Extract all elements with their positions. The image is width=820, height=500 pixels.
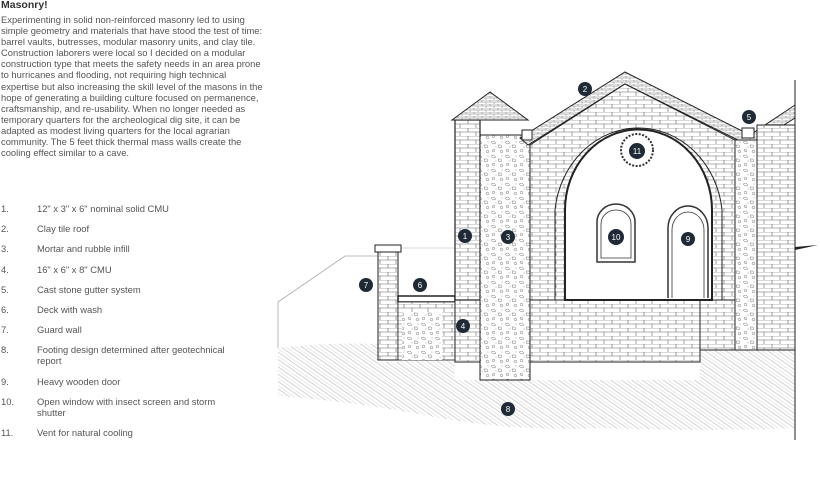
legend-number: 7. xyxy=(1,324,9,336)
callout-4: 4 xyxy=(456,319,470,333)
guard-wall xyxy=(377,251,399,361)
callout-11: 11 xyxy=(629,143,645,159)
legend-item: 11. Vent for natural cooling xyxy=(1,427,261,438)
svg-text:9: 9 xyxy=(686,235,691,244)
legend-item: 1. 12" x 3" x 6" nominal solid CMU xyxy=(1,203,261,214)
legend-text: Guard wall xyxy=(37,324,82,336)
right-rubble xyxy=(734,139,758,351)
deck xyxy=(397,295,456,303)
legend-list: 1. 12" x 3" x 6" nominal solid CMU 2. Clay… xyxy=(1,203,261,447)
legend-text: Mortar and rubble infill xyxy=(37,243,130,255)
legend-text: Footing design determined after geotechn… xyxy=(37,344,225,367)
landscape-line xyxy=(277,255,378,348)
legend-text: Cast stone gutter system xyxy=(37,283,141,295)
svg-text:8: 8 xyxy=(506,405,511,414)
legend-number: 3. xyxy=(1,243,9,255)
svg-text:10: 10 xyxy=(612,233,621,242)
legend-text: Deck with wash xyxy=(37,303,103,315)
svg-text:1: 1 xyxy=(463,232,468,241)
legend-item: 3. Mortar and rubble infill xyxy=(1,243,261,254)
legend-number: 5. xyxy=(1,283,9,295)
legend-number: 10. xyxy=(1,395,15,407)
legend-number: 4. xyxy=(1,263,9,275)
svg-text:6: 6 xyxy=(418,281,423,290)
door xyxy=(667,205,709,298)
gutter xyxy=(741,127,755,139)
legend-item: 5. Cast stone gutter system xyxy=(1,284,261,295)
right-wall xyxy=(756,124,796,351)
callout-6: 6 xyxy=(413,278,427,292)
legend-text: Heavy wooden door xyxy=(37,375,121,387)
callout-10: 10 xyxy=(608,229,624,245)
legend-number: 11. xyxy=(1,426,14,438)
callout-9: 9 xyxy=(681,232,695,246)
legend-number: 9. xyxy=(1,375,9,387)
callout-8: 8 xyxy=(501,402,515,416)
legend-item: 4. 16" x 6" x 8" CMU xyxy=(1,264,261,275)
legend-item: 7. Guard wall xyxy=(1,324,261,335)
svg-text:7: 7 xyxy=(364,281,369,290)
legend-text: Open window with insect screen and storm… xyxy=(37,395,216,418)
legend-item: 10. Open window with insect screen and st… xyxy=(1,396,237,418)
legend-number: 6. xyxy=(1,303,9,315)
legend-item: 6. Deck with wash xyxy=(1,304,261,315)
legend-text: Clay tile roof xyxy=(37,223,90,235)
legend-item: 8. Footing design determined after geotec… xyxy=(1,344,227,366)
callout-1: 1 xyxy=(458,229,472,243)
legend-text: 16" x 6" x 8" CMU xyxy=(37,263,112,275)
legend-number: 2. xyxy=(1,223,9,235)
legend-text: Vent for natural cooling xyxy=(37,426,133,438)
rubble-infill xyxy=(479,134,531,381)
svg-text:4: 4 xyxy=(461,322,466,331)
callout-7: 7 xyxy=(359,278,373,292)
callout-5: 5 xyxy=(742,110,756,124)
left-tower xyxy=(454,119,481,301)
svg-text:2: 2 xyxy=(583,85,588,94)
svg-text:3: 3 xyxy=(506,233,511,242)
intro-paragraph: Experimenting in solid non-reinforced ma… xyxy=(1,14,263,159)
legend-number: 8. xyxy=(1,344,9,356)
callout-2: 2 xyxy=(578,82,592,96)
legend-text: 12" x 3" x 6" nominal solid CMU xyxy=(37,203,169,214)
svg-text:5: 5 xyxy=(747,113,752,122)
legend-number: 1. xyxy=(1,203,9,214)
legend-item: 2. Clay tile roof xyxy=(1,223,261,234)
page-title: Masonry! xyxy=(1,0,48,11)
legend-item: 9. Heavy wooden door xyxy=(1,376,261,387)
callout-3: 3 xyxy=(501,230,515,244)
svg-text:11: 11 xyxy=(633,147,642,156)
